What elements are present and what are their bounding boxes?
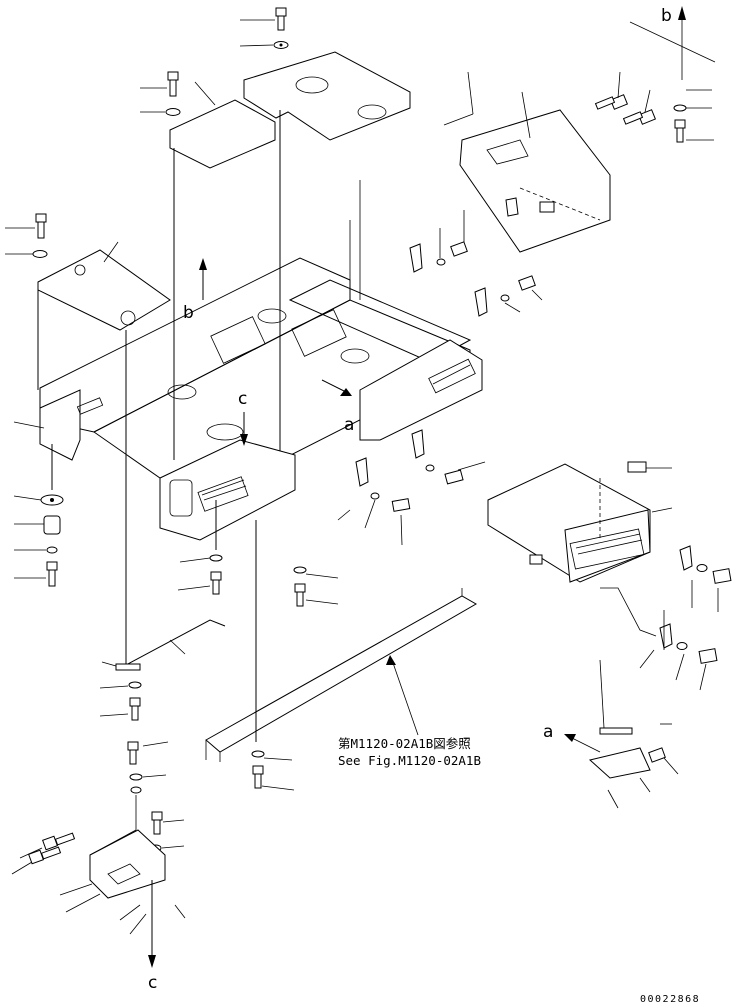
top-right-cover: [443, 71, 611, 253]
left-mount-stack: [13, 421, 64, 587]
right-lower-bolts: [600, 545, 732, 691]
reference-note-english: See Fig.M1120-02A1B: [338, 753, 481, 768]
bolt-side-left: [5, 213, 48, 258]
marker-label-a-bottom-right: a: [543, 722, 553, 742]
marker-label-a-center: a: [344, 415, 354, 435]
bolt-top-left: [140, 71, 181, 116]
right-lower-cover: [487, 461, 673, 583]
arrow-a-center: [321, 379, 352, 396]
bolt-stack-front-center: [293, 566, 339, 607]
bracket-latch-4: [337, 457, 411, 546]
bolt-rail-bottom: [251, 750, 295, 791]
side-rail: [205, 520, 478, 762]
bolt-top-center: [239, 7, 289, 49]
bolt-top-right-1: [594, 71, 629, 110]
arrow-c-center: [240, 412, 248, 446]
left-lower-bolt-stack: [99, 681, 142, 721]
top-cover-plate-left: [169, 81, 276, 460]
arrow-b-center: [199, 258, 207, 300]
main-frame: [39, 180, 483, 541]
right-bottom-bracket: [564, 659, 679, 809]
support-bracket: [101, 330, 226, 671]
marker-label-b-top: b: [661, 6, 672, 26]
marker-label-c-center: c: [238, 389, 247, 409]
drawing-id: 00022868: [640, 994, 700, 1005]
bracket-latch-3: [411, 429, 486, 485]
marker-label-b-center: b: [183, 303, 194, 323]
bolt-top-right-2: [622, 89, 657, 125]
bracket-latch-2: [474, 275, 543, 317]
marker-label-c-bottom: c: [148, 973, 157, 993]
side-cover-plate-left: [37, 241, 171, 390]
top-cover-plate-center: [243, 51, 411, 480]
reference-note-japanese: 第M1120-02A1B図参照: [338, 736, 471, 751]
bottom-left-assembly: [11, 741, 186, 968]
bracket-latch-1: [409, 210, 468, 273]
bolt-stack-front-left: [177, 500, 223, 595]
bolt-upper-right-stack: [629, 6, 716, 143]
